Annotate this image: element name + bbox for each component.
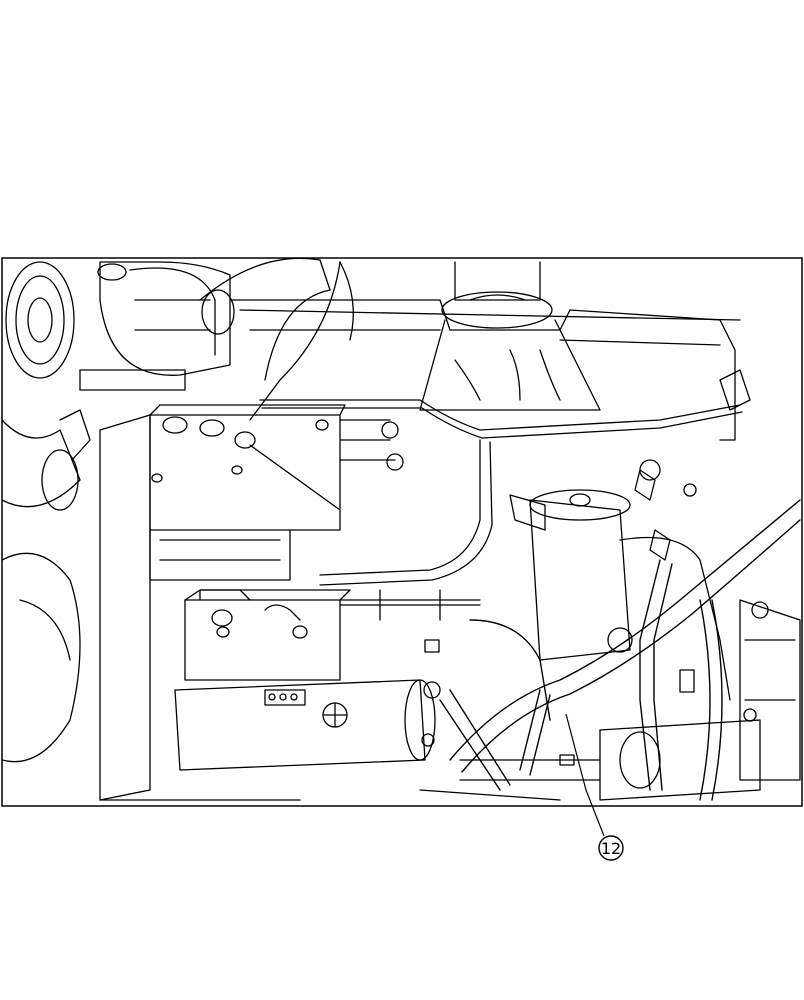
- alternator: [79, 261, 235, 391]
- fuel-filter: [184, 589, 481, 681]
- upper-hoses: [199, 257, 354, 421]
- engine-drawing: [1, 257, 801, 801]
- illustration-border: [1, 257, 803, 807]
- wiring-harness: [439, 499, 801, 801]
- oil-filter: [509, 489, 631, 661]
- callout-circle: [598, 835, 624, 861]
- thermostat-housing: [419, 261, 601, 411]
- injection-pump: [149, 404, 404, 531]
- lower-right-assembly: [459, 719, 761, 801]
- callout-12: 12: [565, 713, 624, 861]
- callout-label: 12: [601, 839, 621, 858]
- fuel-lines: [259, 369, 751, 586]
- engine-block: [99, 414, 801, 801]
- callout-leader-line: [565, 713, 605, 837]
- starter-motor: [174, 679, 441, 771]
- fan-pulley: [1, 261, 91, 763]
